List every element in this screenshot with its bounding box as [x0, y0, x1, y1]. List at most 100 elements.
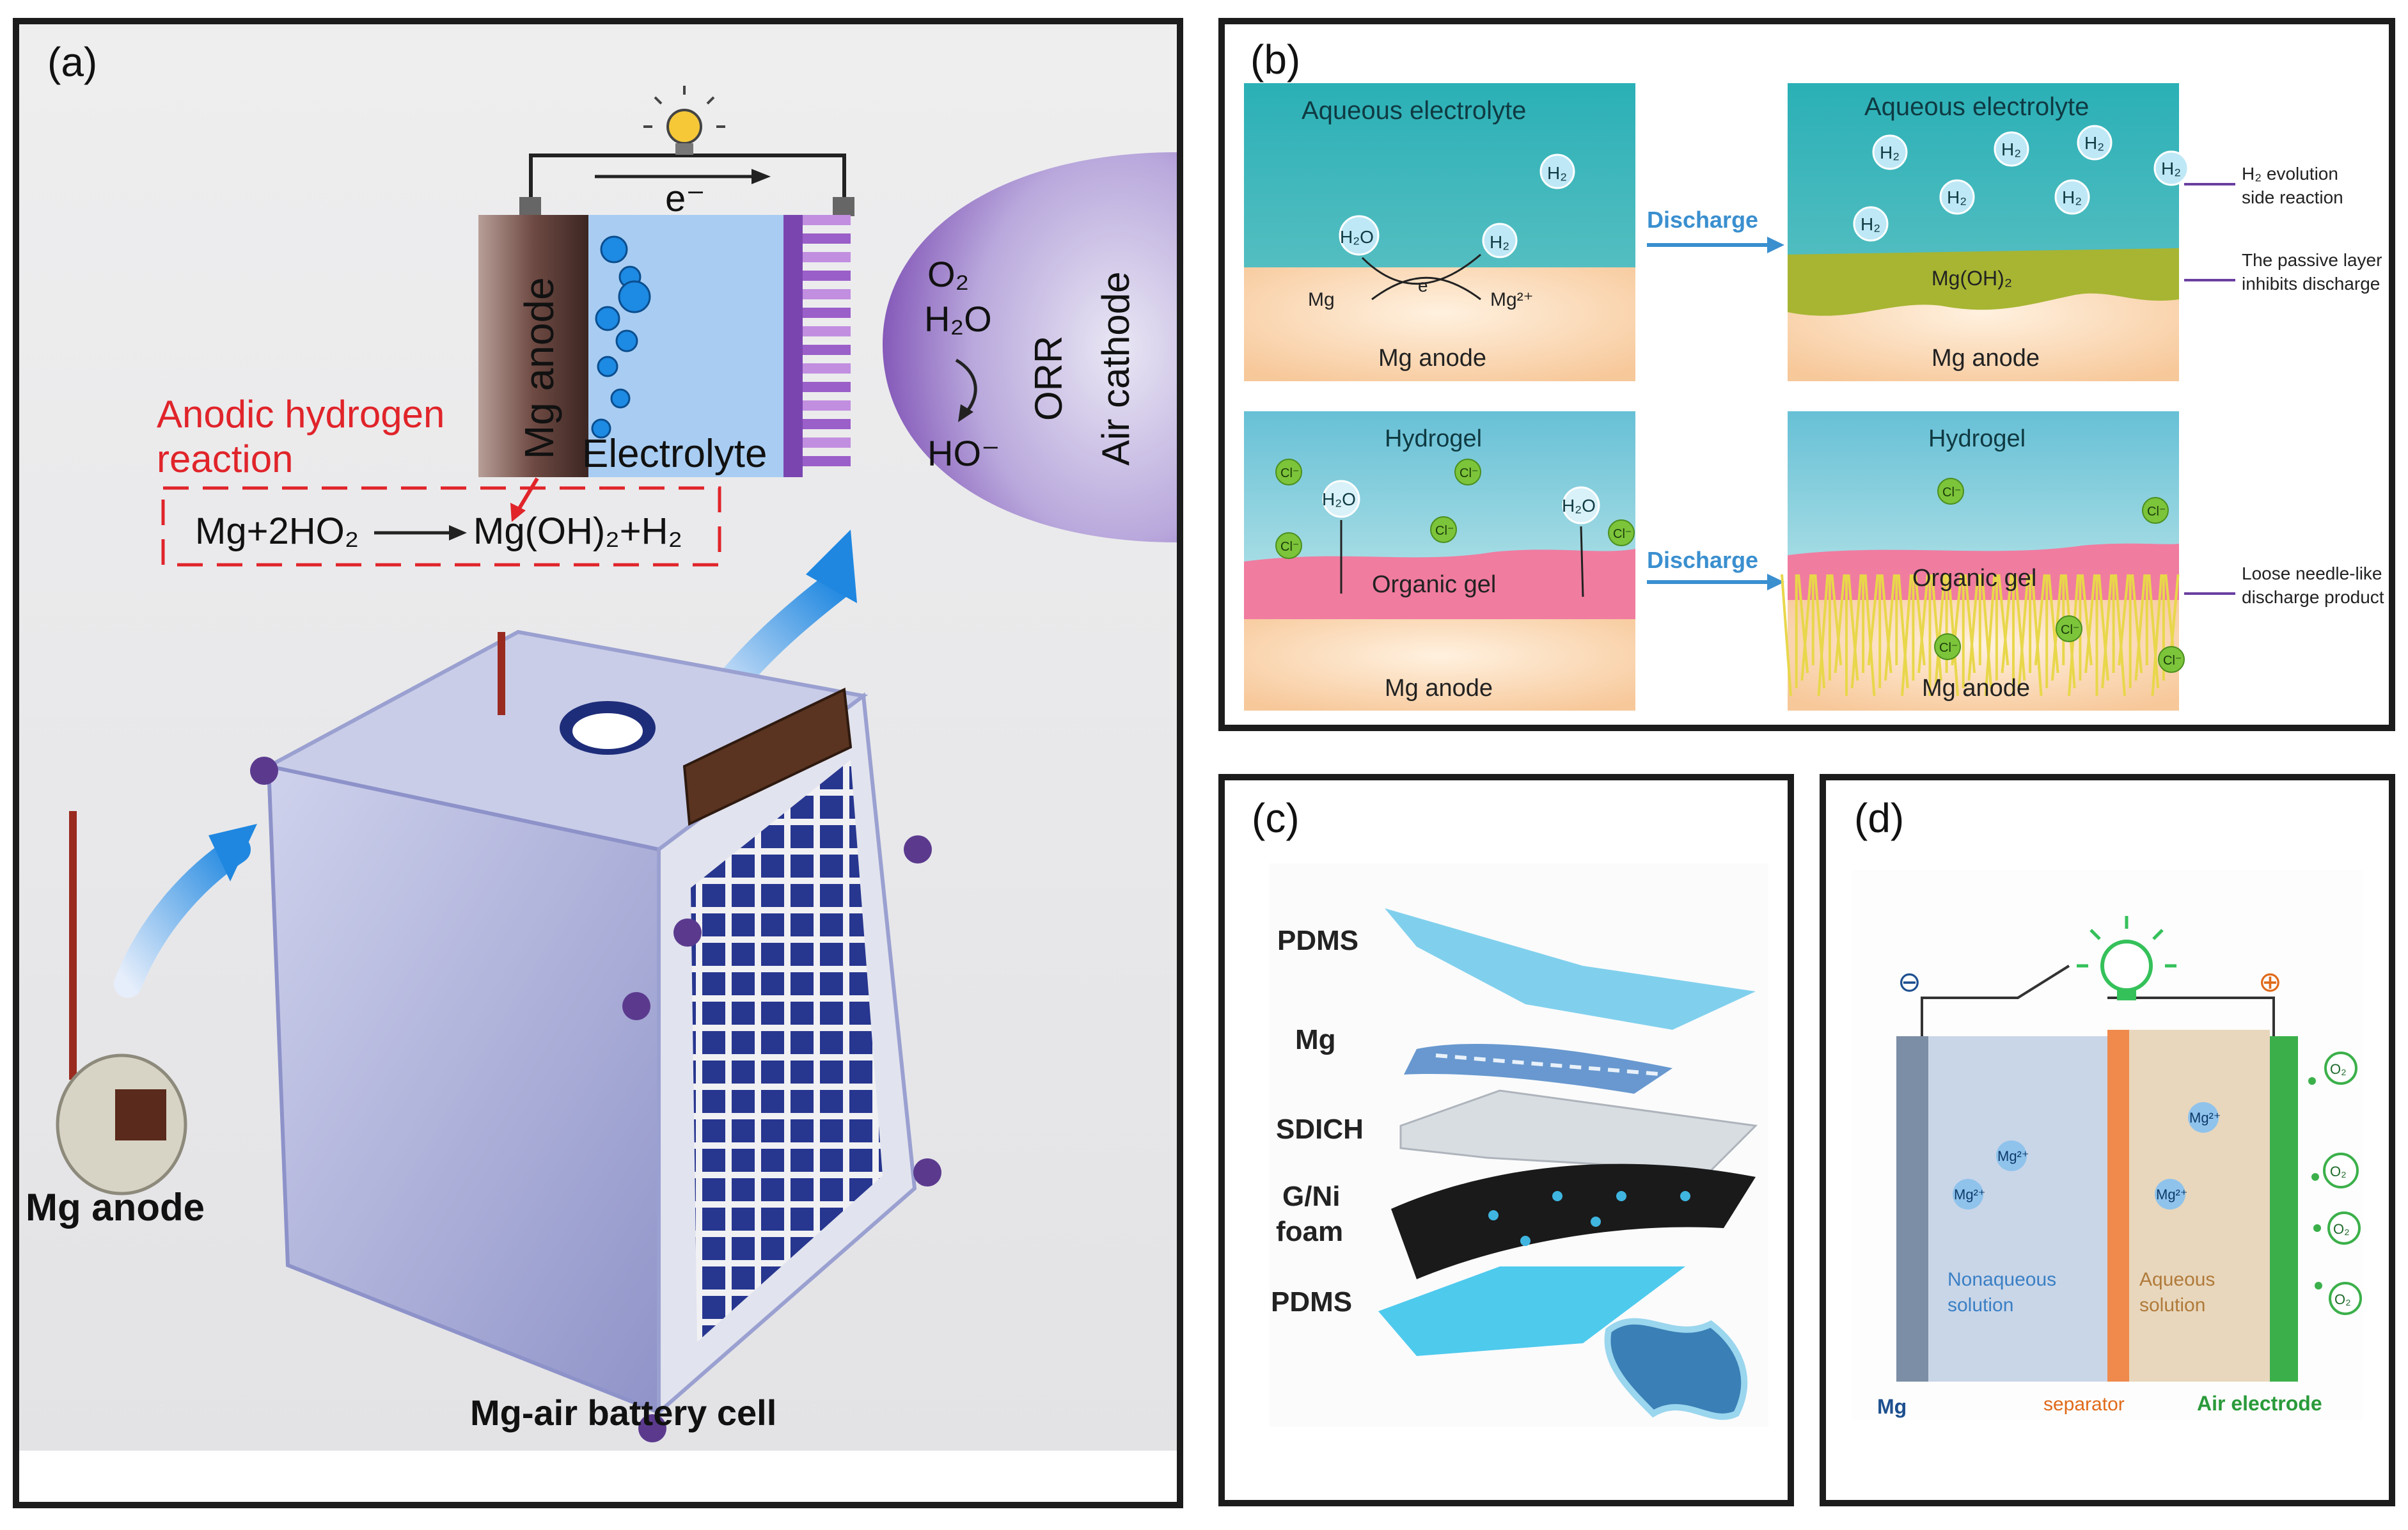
- b2-mgoh2: Mg(OH)₂: [1932, 267, 2012, 290]
- b-discharge-top: Discharge: [1647, 207, 1758, 233]
- needle: [2001, 574, 2013, 674]
- h2-label: H₂: [1947, 187, 1967, 207]
- b2-note-passive-line2: inhibits discharge: [2242, 274, 2380, 294]
- panel-c-svg: PDMS Mg SDICH G/Ni foam PDMS: [1270, 864, 1768, 1426]
- comb-stripe: [793, 289, 851, 299]
- needle: [1800, 574, 1813, 681]
- anodic-reaction-line2: reaction: [157, 438, 293, 480]
- b3-h2o-bubble-a: [1322, 480, 1360, 518]
- equation-right: Mg(OH)₂+H₂: [473, 510, 682, 552]
- needle: [1964, 574, 1976, 674]
- cl-ion: [2158, 646, 2185, 673]
- needle: [2097, 574, 2109, 681]
- h2-bubble: [1872, 134, 1908, 170]
- b1-mg-anode: Mg anode: [1378, 345, 1486, 372]
- comb-stripe: [793, 400, 851, 411]
- needle: [1797, 574, 1809, 674]
- needle: [2047, 574, 2059, 674]
- b2-passive-layer: [1788, 248, 2179, 316]
- needle: [2081, 574, 2093, 666]
- cl-label: Cl⁻: [1280, 540, 1299, 554]
- cl-ion: [2142, 497, 2169, 524]
- h2-label: H₂: [2084, 133, 2104, 153]
- needle: [2031, 574, 2043, 697]
- d-air-electrode-label: Air electrode: [2197, 1392, 2322, 1415]
- panel-b-tag: (b): [1250, 36, 1301, 83]
- needle: [1897, 574, 1909, 689]
- panel-b: Aqueous electrolyte H₂O H₂ H₂ Mg e Mg²⁺ …: [1218, 18, 2395, 731]
- b3-anode: [1244, 619, 1635, 711]
- needle: [2017, 574, 2029, 689]
- b2-note-h2-line1: H₂ evolution: [2242, 164, 2338, 184]
- comb-stripe: [793, 345, 851, 355]
- b1-h2-b: H₂: [1547, 163, 1567, 183]
- c-layer-label-3: SDICH: [1276, 1114, 1364, 1145]
- orr-arrowhead: [958, 404, 973, 422]
- lightbulb-icon: [643, 86, 725, 155]
- b-discharge-top-arrowhead: [1767, 237, 1784, 253]
- c-mg-pattern: [1404, 1043, 1672, 1094]
- mg-anode-disc: [56, 1053, 187, 1195]
- cl-label: Cl⁻: [1280, 466, 1299, 480]
- comb-stripe: [793, 363, 851, 374]
- panel-b-svg: Aqueous electrolyte H₂O H₂ H₂ Mg e Mg²⁺ …: [1244, 83, 2384, 711]
- b-discharge-bottom-arrowhead: [1767, 574, 1784, 590]
- needle: [1997, 574, 2010, 666]
- d-circuit-wire: [1921, 965, 2275, 1036]
- comb-stripe: [793, 215, 851, 225]
- cl-ion: [1275, 532, 1302, 559]
- air-cathode-label: Air cathode: [1094, 271, 1137, 466]
- needle: [1850, 574, 1862, 689]
- needle: [2084, 574, 2097, 674]
- mg-anode-label: Mg anode: [26, 1186, 205, 1229]
- cl-ion: [1430, 516, 1457, 543]
- d-aqueous-line1: Aqueous: [2139, 1269, 2215, 1290]
- needle: [2131, 574, 2143, 674]
- needle: [1864, 574, 1876, 697]
- svg-text:Mg²⁺: Mg²⁺: [2189, 1110, 2221, 1126]
- needle: [1814, 574, 1826, 689]
- needle: [1884, 574, 1896, 681]
- needle: [2014, 574, 2026, 681]
- cl-label: Cl⁻: [2061, 623, 2079, 637]
- electron-flow-arrowhead: [752, 169, 771, 184]
- b3-hydrogel-label: Hydrogel: [1385, 425, 1482, 452]
- orr-label: ORR: [1027, 336, 1070, 421]
- needle: [1880, 574, 1893, 674]
- b1-reaction-curve: [1361, 253, 1481, 285]
- b1-electrolyte-label: Aqueous electrolyte: [1302, 97, 1526, 125]
- d-nonaqueous-line2: solution: [1948, 1295, 2013, 1316]
- b3-blocked-arrow-b: [1580, 526, 1584, 597]
- panel-d-svg: ⊖ ⊕ Mg²⁺ Mg²⁺ Mg²⁺ Mg²⁺ Nonaqueous solut…: [1852, 870, 2363, 1420]
- c-layer-label-4: G/Ni: [1282, 1181, 1340, 1212]
- panel-a-tag: (a): [47, 39, 98, 85]
- mg-anode-block: [478, 215, 588, 477]
- b2-electrolyte-label: Aqueous electrolyte: [1864, 93, 2089, 121]
- orr-curved-arrow: [955, 358, 977, 416]
- cl-ion: [1608, 519, 1635, 546]
- b1-electron-curve: [1371, 276, 1481, 301]
- svg-text:O₂: O₂: [2334, 1291, 2351, 1307]
- d-separator-label: separator: [2043, 1394, 2125, 1415]
- battery-cube: [250, 629, 941, 1442]
- anode-to-equation-arrow: [516, 477, 539, 512]
- b2-mg-anode: Mg anode: [1932, 345, 2040, 372]
- needle: [1914, 574, 1926, 666]
- h2-bubble: [1853, 206, 1889, 242]
- b4-note-needle-line1: Loose needle-like: [2242, 564, 2382, 583]
- needle: [2134, 574, 2146, 681]
- needle: [1834, 574, 1846, 674]
- b-discharge-bottom: Discharge: [1647, 547, 1758, 573]
- d-air-electrode: [2270, 1036, 2298, 1382]
- comb-stripe: [793, 456, 851, 466]
- c-layer-label-6: PDMS: [1271, 1286, 1352, 1318]
- h2-bubble: [2077, 125, 2113, 161]
- panel-a-svg: e⁻ Mg anode Electrolyte O₂ H₂O HO⁻ ORR A…: [19, 24, 1177, 1451]
- needle: [2101, 574, 2113, 689]
- b3-h2o-a: H₂O: [1322, 489, 1356, 509]
- needle: [2148, 574, 2160, 689]
- ho-label: HO⁻: [927, 433, 1000, 473]
- anode-to-equation-arrowhead: [510, 503, 526, 522]
- equation-arrowhead: [449, 525, 467, 540]
- d-nonaqueous-line1: Nonaqueous: [1948, 1269, 2056, 1290]
